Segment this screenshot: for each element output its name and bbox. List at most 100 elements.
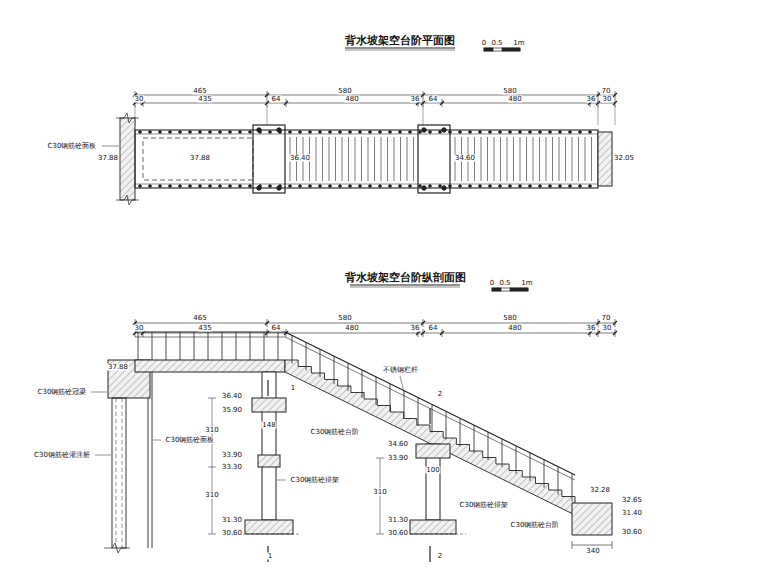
drawing-line [572, 137, 573, 181]
anchor-bolt [422, 128, 426, 132]
dimension-label: 0.5 [490, 40, 503, 47]
drawing-line [285, 332, 575, 475]
drawing-line [342, 137, 343, 181]
drawing-line [539, 137, 540, 181]
railing-post [579, 185, 582, 188]
railing-post [359, 185, 362, 188]
drawing-line [400, 376, 404, 392]
drawing-title: 背水坡架空台阶纵剖面图 [343, 272, 468, 283]
dimension-label: 580 [337, 88, 352, 95]
drawing-line [596, 101, 600, 105]
drawing-line [320, 349, 321, 377]
drawing-line [418, 398, 419, 426]
dimension-label: 64 [271, 325, 282, 332]
drawing-line [361, 137, 362, 181]
railing-post [219, 131, 222, 134]
railing-post [209, 131, 212, 134]
drawing-line [355, 137, 356, 181]
railing-post [289, 185, 292, 188]
dimension-label: 32.65 [621, 497, 643, 504]
dimension-label: 0 [481, 40, 487, 47]
drawing-rect [418, 125, 450, 193]
drawing-line [236, 332, 237, 360]
drawing-line [591, 137, 592, 181]
drawing-line [265, 101, 269, 105]
railing-post [559, 185, 562, 188]
railing-post [449, 131, 452, 134]
railing-post [139, 131, 142, 134]
dimension-label: 36 [410, 96, 421, 103]
railing-post [319, 185, 322, 188]
railing-post [429, 131, 432, 134]
railing-post [269, 131, 272, 134]
drawing-line [135, 333, 615, 334]
railing-post [429, 185, 432, 188]
material-label: C30钢筋砼冠梁 [37, 389, 88, 396]
drawing-line [138, 332, 139, 360]
railing-post [229, 131, 232, 134]
drawing-rect [492, 288, 528, 291]
drawing-rect [253, 125, 285, 193]
drawing-rect [143, 138, 253, 180]
railing-post [459, 131, 462, 134]
railing-post [399, 131, 402, 134]
drawing-line [153, 440, 161, 441]
drawing-line [250, 332, 251, 360]
railing-post [449, 185, 452, 188]
railing-post [349, 185, 352, 188]
drawing-line [474, 425, 475, 453]
dimension-label: 100 [425, 467, 440, 474]
railing-post [199, 185, 202, 188]
dimension-label: 31.30 [221, 517, 243, 524]
dimension-label: 64 [428, 325, 439, 332]
dimension-label: 31.30 [387, 517, 409, 524]
drawing-line [152, 332, 153, 360]
railing-post [149, 185, 152, 188]
dimension-label: 32.05 [613, 155, 635, 162]
railing-post [289, 131, 292, 134]
dimension-label: 465 [192, 315, 207, 322]
drawing-line [278, 332, 279, 360]
drawing-line [368, 137, 369, 181]
railing-post [549, 131, 552, 134]
material-label: C30钢筋砼台阶 [510, 522, 561, 529]
railing-post [169, 131, 172, 134]
drawing-line [520, 137, 521, 181]
drawing-line [613, 331, 617, 335]
drawing-line [212, 398, 213, 534]
railing-post [369, 185, 372, 188]
drawing-line [306, 342, 307, 370]
drawing-line [613, 101, 617, 105]
railing-post [249, 185, 252, 188]
drawing-line [429, 408, 430, 424]
railing-post [509, 185, 512, 188]
drawing-rect [492, 288, 501, 291]
drawing-line [440, 101, 444, 105]
dimension-label: 30.60 [387, 530, 409, 537]
dimension-label: 37.88 [189, 155, 211, 162]
drawing-line [394, 137, 395, 181]
railing-post [329, 185, 332, 188]
dimension-label: 1 [290, 385, 296, 392]
drawing-line [222, 332, 223, 360]
drawing-line [612, 541, 613, 549]
drawing-line [284, 101, 288, 105]
railing-post [399, 185, 402, 188]
dimension-label: 70 [601, 315, 612, 322]
railing-post [499, 131, 502, 134]
dimension-label: 36 [410, 325, 421, 332]
railing-post [559, 131, 562, 134]
railing-post [259, 185, 262, 188]
dimension-label: 33.30 [221, 464, 243, 471]
drawing-line [578, 137, 579, 181]
drawing-line [572, 474, 573, 502]
railing-post [169, 185, 172, 188]
railing-post [269, 185, 272, 188]
railing-post [489, 185, 492, 188]
dimension-label: 580 [502, 88, 517, 95]
drawing-line [487, 137, 488, 181]
dimension-label: 64 [271, 96, 282, 103]
railing-post [329, 131, 332, 134]
railing-post [279, 131, 282, 134]
